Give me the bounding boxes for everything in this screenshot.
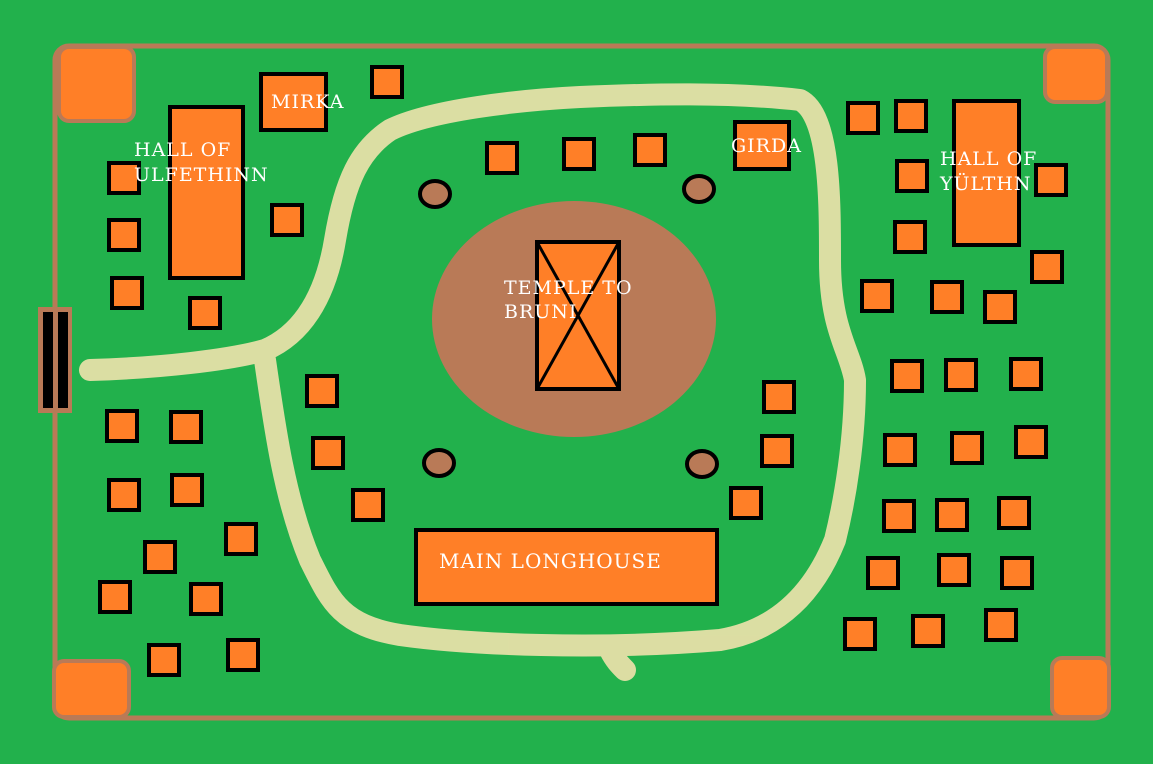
hut[interactable] bbox=[944, 358, 978, 392]
hut[interactable] bbox=[311, 436, 345, 470]
hall-of-yulthn[interactable] bbox=[952, 99, 1021, 247]
hut[interactable] bbox=[729, 486, 763, 520]
label-hall-ulfethinn-1: HALL OF bbox=[134, 139, 232, 161]
hut[interactable] bbox=[911, 614, 945, 648]
hut[interactable] bbox=[107, 161, 141, 195]
hut[interactable] bbox=[169, 410, 203, 444]
main-longhouse[interactable] bbox=[414, 528, 719, 606]
hut[interactable] bbox=[305, 374, 339, 408]
hut[interactable] bbox=[1014, 425, 1048, 459]
label-hall-yulthn-1: HALL OF bbox=[940, 148, 1038, 170]
hut[interactable] bbox=[351, 488, 385, 522]
hut[interactable] bbox=[633, 133, 667, 167]
hut[interactable] bbox=[843, 617, 877, 651]
hut[interactable] bbox=[143, 540, 177, 574]
hut[interactable] bbox=[883, 433, 917, 467]
hut[interactable] bbox=[1000, 556, 1034, 590]
hut[interactable] bbox=[984, 608, 1018, 642]
hut[interactable] bbox=[170, 473, 204, 507]
hut[interactable] bbox=[997, 496, 1031, 530]
hut[interactable] bbox=[937, 553, 971, 587]
hut[interactable] bbox=[226, 638, 260, 672]
hut[interactable] bbox=[860, 279, 894, 313]
label-temple-2: BRUNI bbox=[504, 301, 578, 323]
hut[interactable] bbox=[895, 159, 929, 193]
label-mirka: MIRKA bbox=[271, 91, 345, 113]
hut[interactable] bbox=[189, 582, 223, 616]
hut[interactable] bbox=[98, 580, 132, 614]
hut[interactable] bbox=[983, 290, 1017, 324]
label-temple-1: TEMPLE TO bbox=[504, 277, 633, 299]
hut[interactable] bbox=[890, 359, 924, 393]
huts bbox=[98, 65, 1068, 677]
hut[interactable] bbox=[147, 643, 181, 677]
label-hall-yulthn-2: YÜLTHN bbox=[940, 173, 1032, 195]
hut[interactable] bbox=[370, 65, 404, 99]
hut[interactable] bbox=[107, 218, 141, 252]
hut[interactable] bbox=[1009, 357, 1043, 391]
hut[interactable] bbox=[846, 101, 880, 135]
hut[interactable] bbox=[950, 431, 984, 465]
tower-se bbox=[1050, 656, 1111, 719]
hut[interactable] bbox=[1030, 250, 1064, 284]
hut[interactable] bbox=[930, 280, 964, 314]
hut[interactable] bbox=[1034, 163, 1068, 197]
hut[interactable] bbox=[224, 522, 258, 556]
tower-sw bbox=[52, 659, 131, 719]
label-girda: GIRDA bbox=[731, 135, 802, 157]
label-main-longhouse: MAIN LONGHOUSE bbox=[439, 549, 662, 573]
hut[interactable] bbox=[105, 409, 139, 443]
tower-nw bbox=[57, 45, 136, 123]
temple-to-bruni[interactable] bbox=[535, 240, 621, 391]
hut[interactable] bbox=[894, 99, 928, 133]
hut[interactable] bbox=[562, 137, 596, 171]
hut[interactable] bbox=[935, 498, 969, 532]
hut[interactable] bbox=[270, 203, 304, 237]
dirt-path bbox=[79, 83, 866, 681]
hut[interactable] bbox=[760, 434, 794, 468]
hut[interactable] bbox=[110, 276, 144, 310]
hut[interactable] bbox=[188, 296, 222, 330]
west-gate[interactable] bbox=[38, 307, 72, 413]
label-hall-ulfethinn-2: ULFETHINN bbox=[134, 164, 269, 186]
hut[interactable] bbox=[882, 499, 916, 533]
hut[interactable] bbox=[485, 141, 519, 175]
tower-ne bbox=[1043, 45, 1109, 104]
hall-of-ulfethinn[interactable] bbox=[168, 105, 245, 280]
hut[interactable] bbox=[893, 220, 927, 254]
hut[interactable] bbox=[762, 380, 796, 414]
hut[interactable] bbox=[866, 556, 900, 590]
sacred-posts bbox=[418, 174, 719, 479]
corner-towers bbox=[52, 45, 1111, 719]
girda-house[interactable] bbox=[733, 120, 791, 171]
hut[interactable] bbox=[107, 478, 141, 512]
mirka-house[interactable] bbox=[259, 72, 328, 132]
